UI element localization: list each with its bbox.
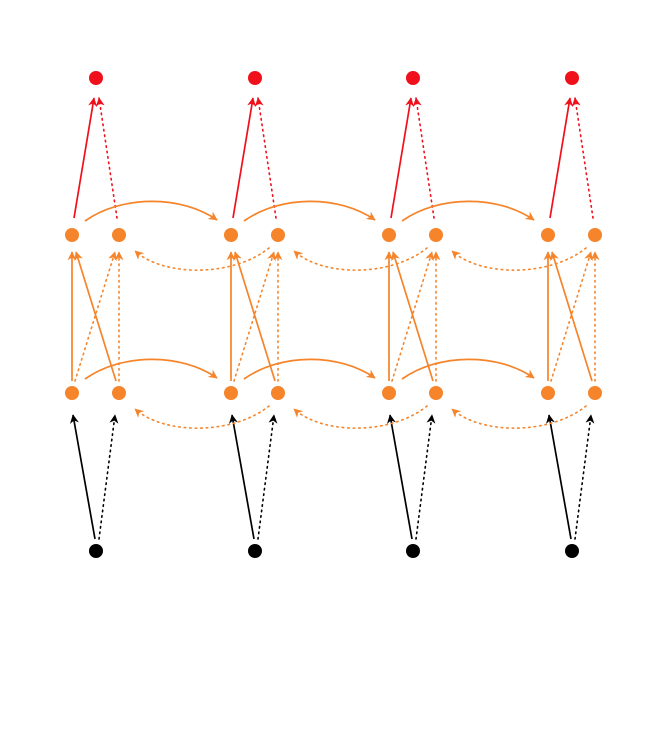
hidden1-backward-node-1: [112, 386, 126, 400]
edge-h1-forward-2-to-3: [243, 358, 376, 380]
edge-h2f-to-output-1: [73, 97, 98, 219]
edge-input-to-h1f-4: [546, 414, 572, 540]
edge-input-to-h1f-3: [387, 414, 413, 540]
edge-h1f-to-h2b-1: [74, 251, 117, 382]
hidden1-forward-node-4: [541, 386, 555, 400]
edge-input-to-h1b-3: [415, 414, 436, 540]
edge-h2f-to-output-4: [549, 97, 574, 219]
input-node-1: [89, 544, 103, 558]
edge-input-to-h1b-1: [98, 414, 119, 540]
edge-h2-forward-3-to-4: [401, 200, 535, 222]
edge-h1f-to-h2b-2: [233, 251, 276, 382]
edge-h1-backward-4-to-3: [451, 405, 587, 429]
output-node-1: [89, 71, 103, 85]
input-node-4: [565, 544, 579, 558]
hidden2-backward-node-3: [429, 228, 443, 242]
edge-input-to-h1b-2: [257, 414, 278, 540]
hidden2-forward-node-4: [541, 228, 555, 242]
edge-h1-forward-3-to-4: [401, 358, 535, 380]
edge-input-to-h1f-2: [229, 414, 255, 540]
edge-h2-backward-4-to-3: [451, 247, 587, 271]
edge-h1-backward-2-to-1: [134, 405, 270, 429]
hidden2-forward-node-1: [65, 228, 79, 242]
hidden2-forward-node-3: [382, 228, 396, 242]
hidden1-backward-node-2: [271, 386, 285, 400]
hidden1-backward-node-3: [429, 386, 443, 400]
edge-h2-forward-2-to-3: [243, 200, 376, 222]
hidden2-backward-node-1: [112, 228, 126, 242]
edge-h2-backward-2-to-1: [134, 247, 270, 271]
hidden2-backward-node-2: [271, 228, 285, 242]
edge-h1b-to-h2f-2: [233, 251, 276, 382]
edge-h1-backward-3-to-2: [293, 405, 428, 429]
edge-h1b-to-h2f-3: [391, 251, 434, 382]
edge-h2b-to-output-1: [95, 97, 118, 219]
nodes-layer: [65, 71, 602, 558]
output-node-4: [565, 71, 579, 85]
output-node-3: [406, 71, 420, 85]
edge-h2-forward-1-to-2: [84, 200, 218, 222]
edge-h1f-to-h2b-4: [550, 251, 593, 382]
edge-h2-backward-3-to-2: [293, 247, 428, 271]
edge-h2f-to-output-2: [232, 97, 257, 219]
input-node-3: [406, 544, 420, 558]
edge-h1-forward-1-to-2: [84, 358, 218, 380]
hidden1-forward-node-2: [224, 386, 238, 400]
input-node-2: [248, 544, 262, 558]
edge-input-to-h1f-1: [70, 414, 96, 540]
output-node-2: [248, 71, 262, 85]
edge-h1b-to-h2f-4: [550, 251, 593, 382]
hidden2-backward-node-4: [588, 228, 602, 242]
hidden1-backward-node-4: [588, 386, 602, 400]
edge-input-to-h1b-4: [574, 414, 595, 540]
hidden2-forward-node-2: [224, 228, 238, 242]
hidden1-forward-node-1: [65, 386, 79, 400]
edge-h1f-to-h2b-3: [391, 251, 434, 382]
edges-layer: [67, 97, 600, 540]
edge-h2b-to-output-4: [571, 97, 594, 219]
edge-h2b-to-output-2: [254, 97, 277, 219]
hidden1-forward-node-3: [382, 386, 396, 400]
edge-h2b-to-output-3: [412, 97, 435, 219]
edge-h2f-to-output-3: [390, 97, 415, 219]
edge-h1b-to-h2f-1: [74, 251, 117, 382]
